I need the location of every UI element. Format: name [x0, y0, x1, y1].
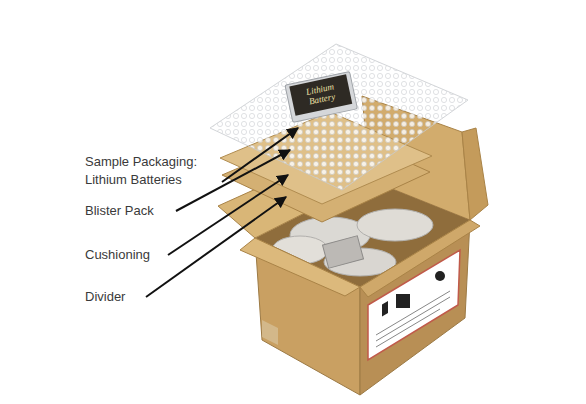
part-label: Sample Packaging: Lithium Batteries — [85, 153, 225, 189]
part-label: Cushioning — [85, 246, 165, 264]
part-label: Blister Pack — [85, 202, 175, 220]
part-label: Divider — [85, 288, 145, 306]
